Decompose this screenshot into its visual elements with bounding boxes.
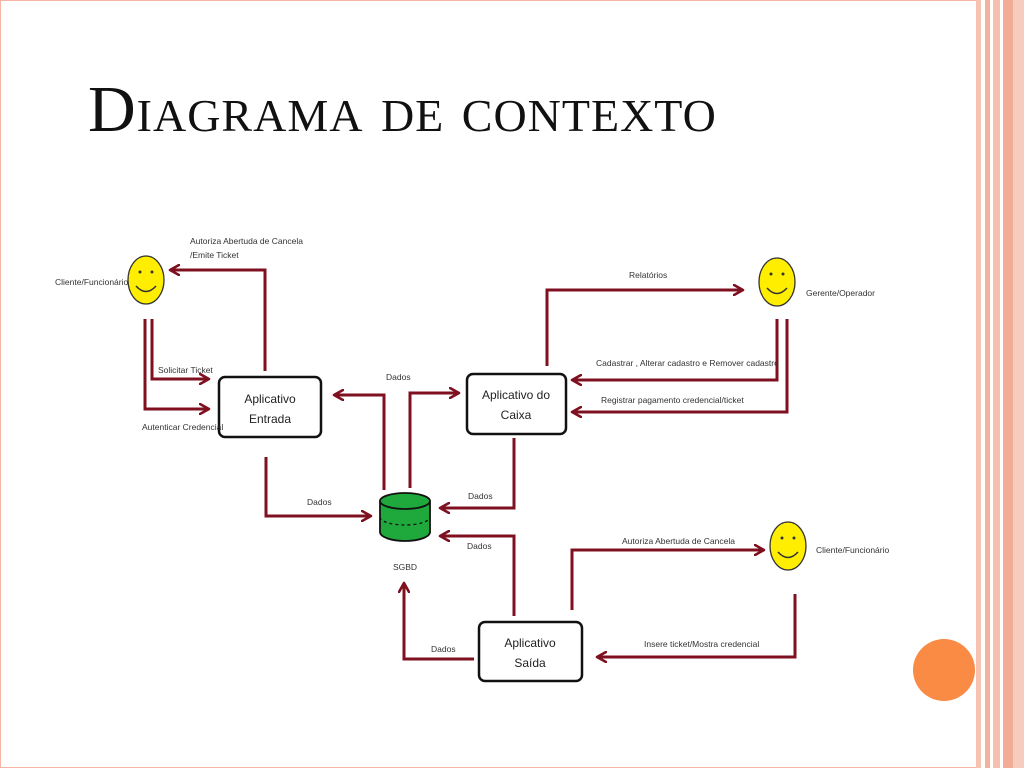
flow-label: Relatórios: [629, 270, 667, 280]
flow-label: Dados: [467, 541, 492, 551]
process-label-line1: Aplicativo: [244, 392, 296, 406]
flow-label: Cadastrar , Alterar cadastro e Remover c…: [596, 358, 779, 368]
flow-label: Insere ticket/Mostra credencial: [644, 639, 759, 649]
process-label-line2: Caixa: [501, 408, 532, 422]
process-label-line1: Aplicativo do: [482, 388, 550, 402]
arrow-dados-sgbd-entrada: [334, 395, 386, 490]
process-label-line1: Aplicativo: [504, 636, 556, 650]
arrow-registrar-pagamento: [572, 319, 789, 412]
flow-label: Dados: [307, 497, 332, 507]
arrow-dados-saida-sgbd: [440, 536, 516, 616]
actor-cliente-saida: Cliente/Funcionário: [769, 521, 890, 571]
flow-label: /Emite Ticket: [190, 250, 239, 260]
arrow-dados-saida-bottom: [404, 583, 474, 661]
smiley-icon: [127, 255, 165, 305]
database-icon: [379, 492, 431, 542]
decorative-orange-dot: [913, 639, 975, 701]
flow-label: Solicitar Ticket: [158, 365, 213, 375]
smiley-icon: [758, 257, 796, 307]
arrow-insere-ticket: [597, 594, 797, 657]
page-title: Diagrama de contexto: [88, 73, 717, 146]
actor-label: Gerente/Operador: [806, 288, 875, 298]
actor-label: Cliente/Funcionário: [55, 277, 129, 287]
decorative-stripes: [976, 0, 1024, 768]
flow-label: Registrar pagamento credencial/ticket: [601, 395, 744, 405]
flow-label: Autoriza Abertuda de Cancela: [622, 536, 735, 546]
flow-label: Autenticar Credencial: [142, 422, 223, 432]
process-aplicativo-entrada: Aplicativo Entrada: [217, 375, 323, 439]
flow-label: Autoriza Abertuda de Cancela: [190, 236, 303, 246]
arrow-solicitar-ticket: [150, 319, 209, 379]
arrow-dados-sgbd-caixa: [408, 393, 459, 488]
arrow-dados-entrada-sgbd: [264, 457, 371, 516]
process-label-line2: Entrada: [249, 412, 291, 426]
actor-cliente-entrada: Cliente/Funcionário: [55, 255, 165, 305]
arrow-autoriza-cancela: [570, 550, 764, 610]
flow-label: Dados: [431, 644, 456, 654]
arrow-autoriza-emite: [170, 270, 267, 371]
flow-label: Dados: [468, 491, 493, 501]
process-aplicativo-caixa: Aplicativo do Caixa: [465, 372, 568, 436]
datastore-label: SGBD: [393, 562, 417, 572]
flow-label: Dados: [386, 372, 411, 382]
process-label-line2: Saída: [514, 656, 546, 670]
process-aplicativo-saida: Aplicativo Saída: [477, 620, 584, 683]
datastore-sgbd: SGBD: [379, 492, 431, 572]
actor-gerente: Gerente/Operador: [758, 257, 875, 307]
arrow-cadastrar: [572, 319, 779, 380]
arrow-relatorios: [545, 290, 743, 366]
actor-label: Cliente/Funcionário: [816, 545, 890, 555]
arrow-dados-caixa-sgbd: [440, 438, 516, 508]
arrow-autenticar-credencial: [143, 319, 209, 409]
smiley-icon: [769, 521, 807, 571]
